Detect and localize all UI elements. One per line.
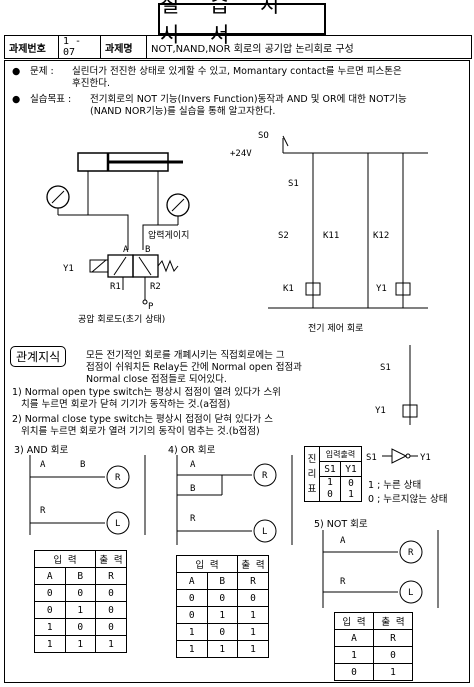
not-gate-symbol: S1 Y1 xyxy=(366,448,431,464)
pn-gauge-label: 압력게이지 xyxy=(148,229,189,241)
el-k1-label: K1 xyxy=(283,284,294,294)
el-y1-label: Y1 xyxy=(376,284,387,294)
not-title: 5) NOT 회로 xyxy=(314,519,368,530)
pn-r2-label: R2 xyxy=(150,282,161,292)
pn-port-b-label: B xyxy=(145,245,150,255)
task-name-value: NOT,NAND,NOR 회로의 공기압 논리회로 구성 xyxy=(151,43,354,55)
or-a-label: A xyxy=(190,460,196,470)
knowledge-p3: Normal close 접점들로 되어있다. xyxy=(86,374,227,385)
el-24v-label: +24V xyxy=(230,149,252,159)
or-circuit-diagram: A B R R L xyxy=(176,455,293,545)
side-not-circuit: S1 Y1 xyxy=(375,345,418,425)
mini-s1-label: S1 xyxy=(366,453,377,463)
not-circuit-diagram: A R R L xyxy=(322,530,439,608)
or-r-contact-label: R xyxy=(190,514,196,524)
knowledge-label: 관계지식 xyxy=(10,346,67,367)
not-l-lamp-label: L xyxy=(408,588,413,598)
or-table-header-in: 입 력 xyxy=(176,555,238,573)
or-title: 4) OR 회로 xyxy=(168,445,216,456)
knowledge-item2-a: 2) Normal close type switch는 평상시 접점이 닫혀 … xyxy=(12,414,273,425)
side-s1-label: S1 xyxy=(380,363,391,373)
and-r-contact-label: R xyxy=(40,506,46,516)
knowledge-p1: 모든 전기적인 회로를 개폐시키는 직접회로에는 그 xyxy=(86,350,285,361)
goal-label: 실습목표 : xyxy=(30,94,72,105)
pneumatic-circuit-diagram: Y1 A B R1 R2 P 압력게이지 공압 회로도(초기 상태) xyxy=(46,152,190,325)
not-a-label: A xyxy=(340,536,346,546)
goal-bullet: ● xyxy=(12,94,21,105)
task-name-label: 과제명 xyxy=(101,36,147,58)
not-r-lamp-label: R xyxy=(408,548,414,558)
or-b-label: B xyxy=(190,484,195,494)
knowledge-item1-a: 1) Normal open type switch는 평상시 접점이 열려 있… xyxy=(12,387,281,398)
task-header: 과제번호 1 - 07 과제명 NOT,NAND,NOR 회로의 공기압 논리회… xyxy=(4,35,472,59)
pn-port-a-label: A xyxy=(123,245,129,255)
problem-bullet: ● xyxy=(12,66,21,77)
mini-y1-label: Y1 xyxy=(420,453,431,463)
el-s1-label: S1 xyxy=(288,179,299,189)
and-r-lamp-label: R xyxy=(115,473,121,483)
goal-line-2: (NAND NOR기능)를 실습을 통해 알고자한다. xyxy=(90,106,276,117)
el-k12-label: K12 xyxy=(373,231,389,241)
and-table-header-out: 출 력 xyxy=(95,550,127,568)
and-circuit-diagram: A B R R L xyxy=(29,455,146,535)
content-frame xyxy=(4,60,470,683)
el-caption: 전기 제어 회로 xyxy=(308,323,363,334)
pn-y1-label: Y1 xyxy=(63,264,74,274)
or-l-lamp-label: L xyxy=(262,527,267,537)
and-title: 3) AND 회로 xyxy=(14,445,69,456)
pn-caption: 공압 회로도(초기 상태) xyxy=(78,313,165,325)
task-no-label: 과제번호 xyxy=(5,36,59,58)
knowledge-p2: 접점이 쉬워치든 Relay든 간에 Normal open 접점과 xyxy=(86,362,302,373)
el-k11-label: K11 xyxy=(323,231,339,241)
el-s2-label: S2 xyxy=(278,231,289,241)
knowledge-item2-b: 위치를 누르면 회로가 열려 기기의 동작이 멈추는 것.(b접점) xyxy=(12,426,260,437)
goal-line-1: 전기회로의 NOT 기능(Invers Function)동작과 AND 및 O… xyxy=(90,94,407,105)
knowledge-item1-b: 치를 누르면 회로가 닫혀 기기가 동작하는 것.(a접점) xyxy=(12,399,231,410)
el-so-label: SO xyxy=(258,131,269,141)
electric-control-diagram: SO +24V S1 S2 K11 K12 K1 Y1 전기 제어 회로 xyxy=(230,131,428,334)
problem-line-1: 실린더가 전진한 상태로 있게할 수 있고, Momantary contact… xyxy=(72,66,402,77)
problem-label: 문제 : xyxy=(30,66,54,77)
and-a-label: A xyxy=(40,460,46,470)
mini-note-2: 0 ; 누르지않는 상태 xyxy=(368,494,448,505)
task-no-value: 1 - 07 xyxy=(59,36,101,58)
pn-p-label: P xyxy=(148,302,154,312)
pn-r1-label: R1 xyxy=(110,282,121,292)
problem-line-2: 후진한다. xyxy=(72,78,110,89)
page-title: 실 습 지 시 서 xyxy=(158,0,326,47)
or-r-lamp-label: R xyxy=(262,471,268,481)
mini-note-1: 1 ; 누른 상태 xyxy=(368,480,422,491)
or-table-header-out: 출 력 xyxy=(237,555,269,573)
and-table-header-in: 입 력 xyxy=(34,550,96,568)
and-l-lamp-label: L xyxy=(115,519,120,529)
and-b-label: B xyxy=(80,460,85,470)
not-r-contact-label: R xyxy=(340,577,346,587)
side-y1-label: Y1 xyxy=(375,406,386,416)
